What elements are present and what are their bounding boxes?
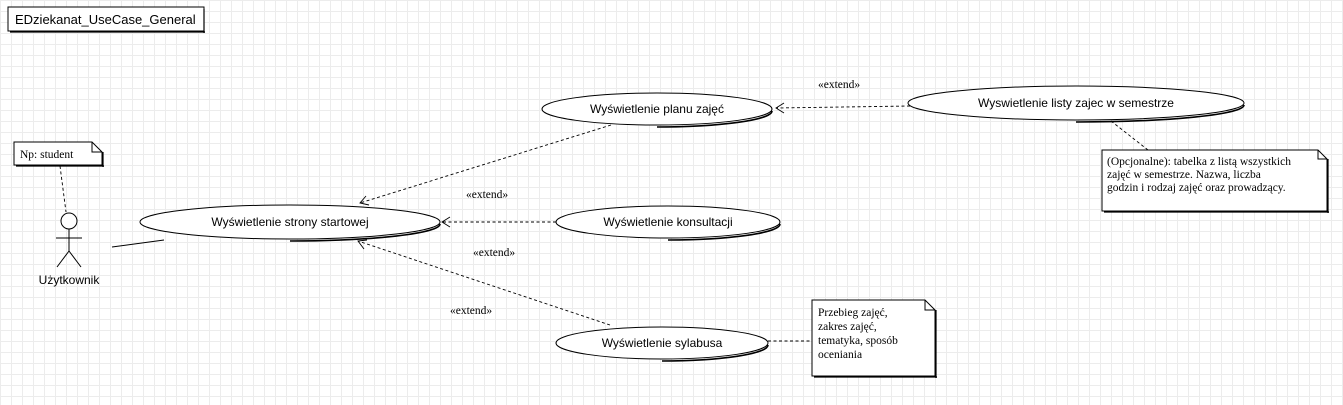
use-case-start-page[interactable]: Wyświetlenie strony startowej xyxy=(139,204,441,242)
extend-syllabus-start-page[interactable] xyxy=(357,239,611,326)
actor-left-leg xyxy=(56,250,70,268)
extend-semester-list-schedule[interactable] xyxy=(775,102,911,114)
use-case-syllabus[interactable]: Wyświetlenie sylabusa xyxy=(555,326,769,362)
note-semester-list-text-1: (Opcjonalne): tabelka z listą wszystkich xyxy=(1107,156,1291,168)
use-case-schedule[interactable]: Wyświetlenie planu zajęć xyxy=(541,92,773,128)
note-semester-list-text-2: zajęć w semestrze. Nazwa, liczba xyxy=(1107,169,1261,181)
note-semester-list-connector xyxy=(1110,120,1149,151)
actor-head xyxy=(60,212,78,230)
actor-right-leg xyxy=(68,250,82,268)
extend-label-semester-list: «extend» xyxy=(818,79,860,91)
extend-label-syllabus-1: «extend» xyxy=(473,247,515,259)
association-line xyxy=(111,239,165,248)
actor-uzytkownik[interactable]: Użytkownik xyxy=(39,212,101,287)
use-case-schedule-label: Wyświetlenie planu zajęć xyxy=(590,102,724,116)
use-case-start-page-label: Wyświetlenie strony startowej xyxy=(211,215,368,229)
extend-label-consultations: «extend» xyxy=(466,189,508,201)
note-syllabus-text-1: Przebieg zajęć, xyxy=(818,307,888,319)
diagram-title-frame[interactable]: EDziekanat_UseCase_General xyxy=(7,6,205,33)
use-case-consultations[interactable]: Wyświetlenie konsultacji xyxy=(555,205,781,241)
note-actor[interactable]: Np: student xyxy=(13,141,104,167)
note-syllabus[interactable]: Przebieg zajęć, zakres zajęć, tematyka, … xyxy=(811,299,937,378)
note-semester-list-text-3: godzin i rodzaj zajęć oraz prowadzący. xyxy=(1107,182,1286,194)
actor-name: Użytkownik xyxy=(39,273,101,287)
extend-consultations-start-page[interactable] xyxy=(441,216,556,228)
extend-schedule-start-page[interactable] xyxy=(359,124,612,206)
note-actor-connector xyxy=(59,165,67,213)
note-syllabus-text-2: zakres zajęć, xyxy=(818,321,877,333)
note-syllabus-text-3: tematyka, sposób xyxy=(818,335,898,347)
note-semester-list[interactable]: (Opcjonalne): tabelka z listą wszystkich… xyxy=(1101,149,1329,213)
use-case-semester-list-label: Wyswietlenie listy zajec w semestrze xyxy=(978,96,1174,110)
use-case-consultations-label: Wyświetlenie konsultacji xyxy=(603,215,732,229)
diagram-title: EDziekanat_UseCase_General xyxy=(15,12,196,27)
extend-label-syllabus-2: «extend» xyxy=(450,305,492,317)
note-syllabus-text-4: oceniania xyxy=(818,349,862,361)
note-actor-text-1: Np: student xyxy=(20,149,74,161)
use-case-syllabus-label: Wyświetlenie sylabusa xyxy=(602,336,723,350)
use-case-semester-list[interactable]: Wyswietlenie listy zajec w semestrze xyxy=(907,85,1245,123)
